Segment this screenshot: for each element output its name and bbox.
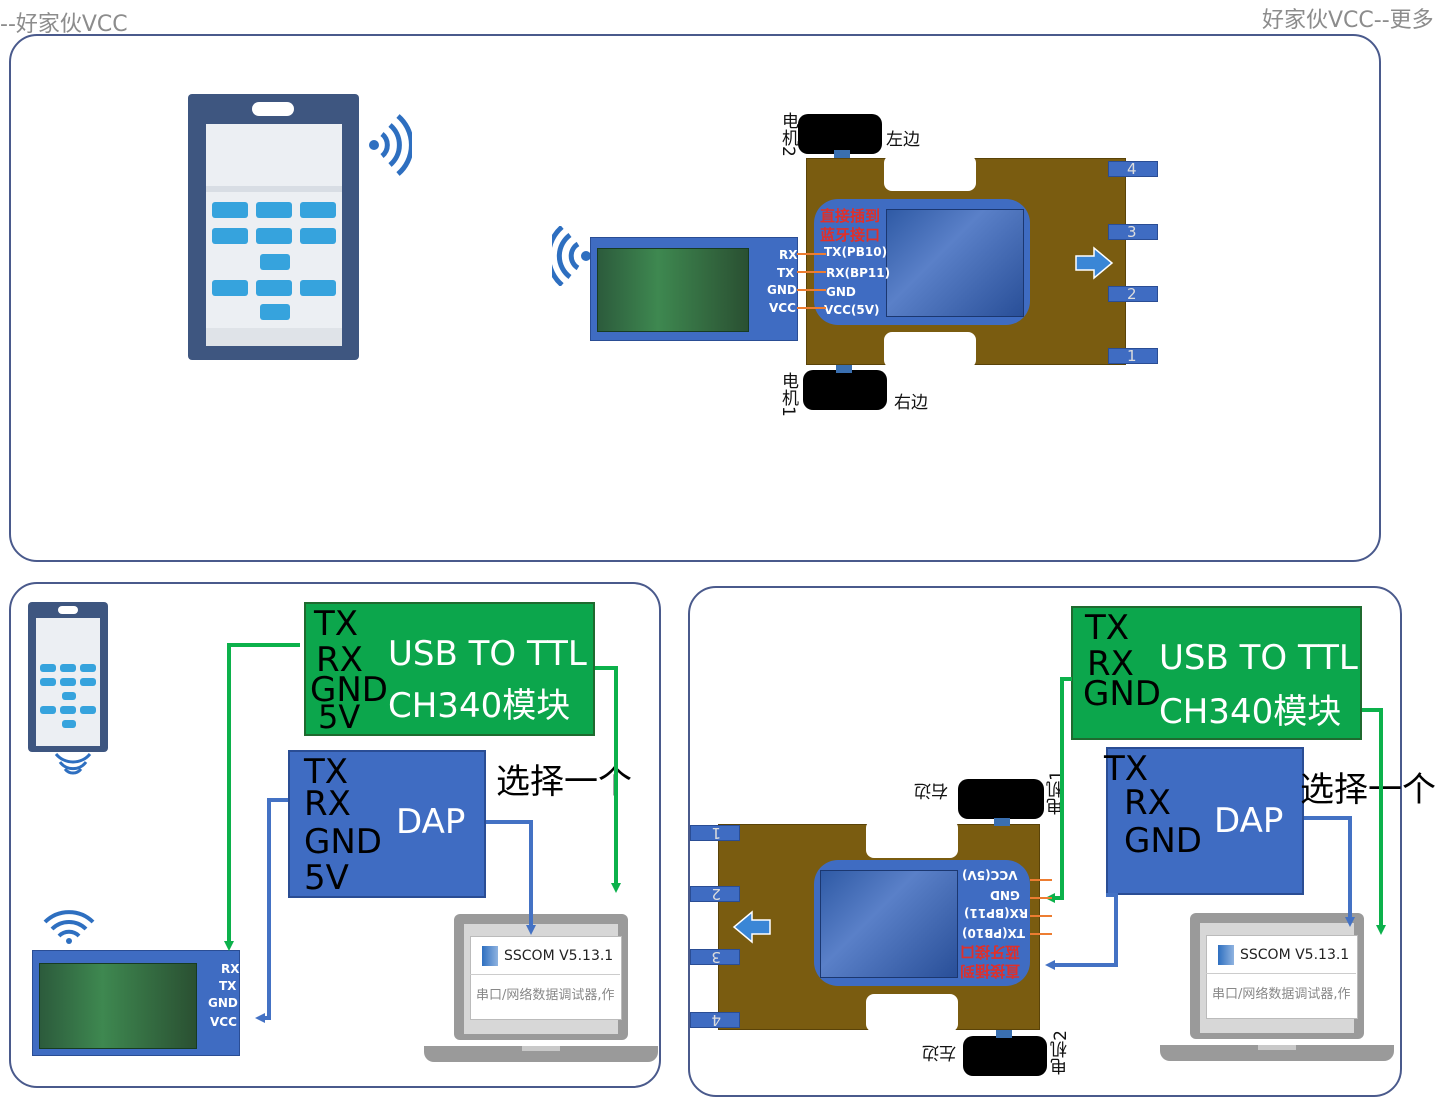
wifi-icon [54,752,92,775]
car-pin-tx: TX(PB10) [962,926,1026,940]
usb-pin-rx: RX [316,640,363,680]
car-pin-tx: TX(PB10) [824,245,888,259]
dap-pin-rx: RX [304,784,351,824]
ch340-label: CH340模块 [388,686,571,726]
car-pin-rx: RX(BP11) [964,906,1029,920]
usb-ttl-title: USB TO TTL [1159,638,1358,678]
bt-pin-rx: RX [221,962,240,976]
laptop-icon: SSCOM V5.13.1 串口/网络数据调试器,作 [424,914,658,1064]
sensor-3: 3 [1108,224,1158,240]
bt-pin-vcc: VCC [769,301,796,315]
plug-note: 直接插到 蓝牙接口 [820,207,881,244]
usb-pin-rx: RX [1087,644,1134,684]
left-label: 左边 [886,130,920,150]
dap-module: TX RX GND 5V DAP [288,750,486,898]
choose-one-label: 选择一个 [1300,770,1436,810]
ch340-label: CH340模块 [1159,692,1342,732]
car-pin-gnd: GND [990,888,1020,902]
bluetooth-module: RX TX GND VCC [32,950,240,1056]
bluetooth-module: RX TX GND VCC [590,237,798,341]
dap-module: TX RX GND DAP [1104,747,1304,895]
dap-pin-tx: TX [304,752,349,792]
phone-icon [188,94,359,360]
wifi-icon [552,226,591,286]
watermark-right: 好家伙VCC--更多 [1262,8,1434,33]
usb-pin-gnd: GND [1083,674,1161,714]
car-pin-vcc: VCC(5V) [962,868,1018,882]
sensor-2: 2 [690,885,740,903]
car-pin-rx: RX(BP11) [826,266,891,280]
dap-pin-gnd: GND [1124,821,1202,861]
sscom-title: SSCOM V5.13.1 [1240,947,1350,963]
arrow-icon [732,910,771,944]
sscom-subtitle: 串口/网络数据调试器,作 [1212,987,1351,1002]
usb-ttl-title: USB TO TTL [388,634,587,674]
car-pin-gnd: GND [826,285,856,299]
wifi-icon [369,114,412,176]
right-label: 右边 [894,393,928,413]
arrow-icon [1075,246,1114,280]
watermark-left: --好家伙VCC [0,12,128,37]
controller-board [814,199,1030,325]
dap-pin-rx: RX [1124,783,1171,823]
bt-pin-gnd: GND [767,283,797,297]
dap-pin-tx: TX [1104,749,1149,789]
usb-pin-5v: 5V [318,698,361,736]
left-label: 左边 [922,1042,956,1062]
wheel-motor2 [798,114,882,154]
sensor-4: 4 [690,1011,740,1029]
usb-ttl-module: TX RX GND 5V USB TO TTL CH340模块 [304,602,595,736]
sensor-3: 3 [690,948,740,966]
usb-pin-gnd: GND [310,670,388,710]
wheel-motor1 [958,779,1044,819]
laptop-icon: SSCOM V5.13.1 串口/网络数据调试器,作 [1160,913,1394,1063]
right-label: 右边 [914,780,948,800]
bt-pin-gnd: GND [208,996,238,1010]
choose-one-label: 选择一个 [496,762,632,802]
dap-label: DAP [396,802,466,842]
usb-pin-tx: TX [314,604,359,644]
wheel-motor2 [963,1036,1047,1076]
wifi-icon [43,910,95,944]
sensor-1: 1 [1108,348,1158,364]
sscom-subtitle: 串口/网络数据调试器,作 [476,988,615,1003]
sensor-4: 4 [1108,161,1158,177]
bt-pin-tx: TX [777,266,795,280]
bt-pin-tx: TX [219,979,237,993]
phone-icon [28,602,108,752]
dap-pin-gnd: GND [304,822,382,862]
car-pin-vcc: VCC(5V) [824,303,880,317]
bt-pin-rx: RX [779,248,798,262]
motor1-label: 电机1 [1047,770,1067,815]
motor2-label: 电机2 [778,112,798,157]
bt-pin-vcc: VCC [210,1015,237,1029]
sensor-2: 2 [1108,286,1158,302]
usb-ttl-module: TX RX GND USB TO TTL CH340模块 [1071,606,1362,740]
plug-note: 直接插到 蓝牙接口 [960,943,1021,980]
dap-label: DAP [1214,801,1284,841]
motor1-label: 电机1 [778,372,798,417]
dap-pin-5v: 5V [304,858,349,898]
sensor-1: 1 [690,824,740,842]
wheel-motor1 [803,370,887,410]
sscom-title: SSCOM V5.13.1 [504,948,614,964]
controller-board [814,860,1030,986]
usb-pin-tx: TX [1085,608,1130,648]
motor2-label: 电机2 [1051,1030,1071,1075]
